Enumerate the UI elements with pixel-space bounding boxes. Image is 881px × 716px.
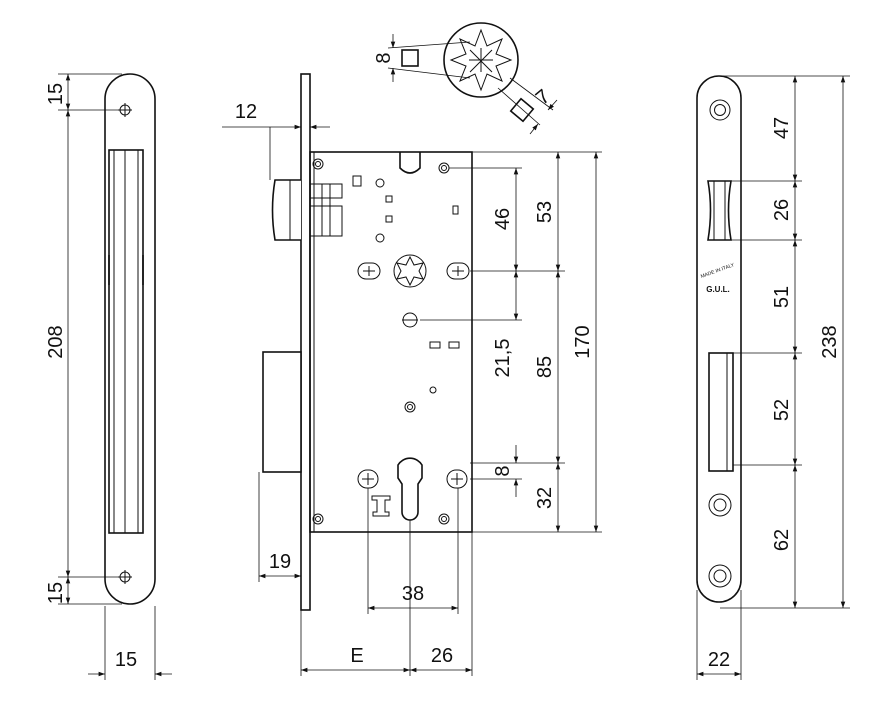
dim-right-top: 47	[771, 117, 793, 139]
dim-left-height: 208	[45, 325, 67, 358]
front-plate-outline	[696, 75, 742, 603]
bolt-opening	[708, 352, 734, 472]
dim-faceplate-thickness: 12	[235, 101, 257, 123]
center-dimensions	[222, 124, 602, 676]
dim-right-total: 238	[819, 325, 841, 358]
dim-case-height: 170	[572, 325, 594, 358]
cylinder-cutout	[397, 457, 423, 521]
dim-left-bottom-hole: 15	[45, 582, 67, 604]
cylinder-square	[509, 97, 535, 123]
bottom-slot-left	[357, 469, 379, 489]
dim-fixing-spacing: 38	[402, 583, 424, 605]
dim-spindle-to-cylinder: 85	[534, 356, 556, 378]
dim-hole-to-top: 53	[534, 201, 556, 223]
dim-faceplate-offset: 19	[269, 551, 291, 573]
dim-spindle-square: 8	[373, 52, 395, 63]
screw-bottom-right	[438, 513, 450, 525]
dim-backset: E	[350, 645, 363, 667]
screw-top-left	[312, 158, 324, 170]
dim-left-width: 15	[115, 649, 137, 671]
dim-cylinder-offset: 8	[492, 465, 514, 476]
svg-text:MADE IN ITALY: MADE IN ITALY	[700, 262, 736, 280]
plate-hole-top	[709, 99, 731, 121]
screw-top-right	[438, 162, 450, 174]
dim-right-middle: 51	[771, 286, 793, 308]
right-dimensions	[696, 75, 850, 680]
dim-right-width: 22	[708, 649, 730, 671]
dim-follower-offset: 21,5	[492, 339, 514, 378]
manufacturer-stamp: MADE IN ITALY G.U.L.	[700, 262, 736, 294]
dim-cylinder-backset: 26	[431, 645, 453, 667]
spindle-follower	[393, 254, 427, 288]
lock-case	[309, 151, 473, 533]
dead-bolt	[262, 351, 302, 473]
faceplate-side-view	[104, 73, 156, 605]
plate-hole-middle	[708, 493, 732, 517]
dim-right-bottom: 62	[771, 529, 793, 551]
front-plate-view: MADE IN ITALY G.U.L.	[696, 75, 742, 603]
faceplate-outline	[104, 73, 156, 605]
left-dimensions	[58, 73, 172, 680]
dim-cylinder-square: 7	[532, 85, 555, 109]
bottom-slot-right	[446, 469, 468, 489]
fixing-slot-right	[446, 262, 470, 280]
screw-bottom-left	[312, 513, 324, 525]
screw-middle	[404, 401, 416, 413]
dim-left-top-hole: 15	[45, 83, 67, 105]
dim-right-latch: 26	[771, 199, 793, 221]
fixing-slot-left	[357, 262, 381, 280]
spindle-square	[401, 49, 419, 67]
plate-hole-bottom	[708, 564, 732, 588]
svg-text:G.U.L.: G.U.L.	[706, 285, 730, 294]
dim-latch-to-top: 46	[492, 208, 514, 230]
faceplate-front	[300, 73, 311, 611]
latch-bolt	[271, 179, 301, 241]
lock-body-view	[262, 73, 473, 611]
dim-cylinder-to-bottom: 32	[534, 487, 556, 509]
rosette-detail	[387, 22, 558, 135]
latch-opening	[707, 180, 732, 241]
dim-right-bolt: 52	[771, 399, 793, 421]
